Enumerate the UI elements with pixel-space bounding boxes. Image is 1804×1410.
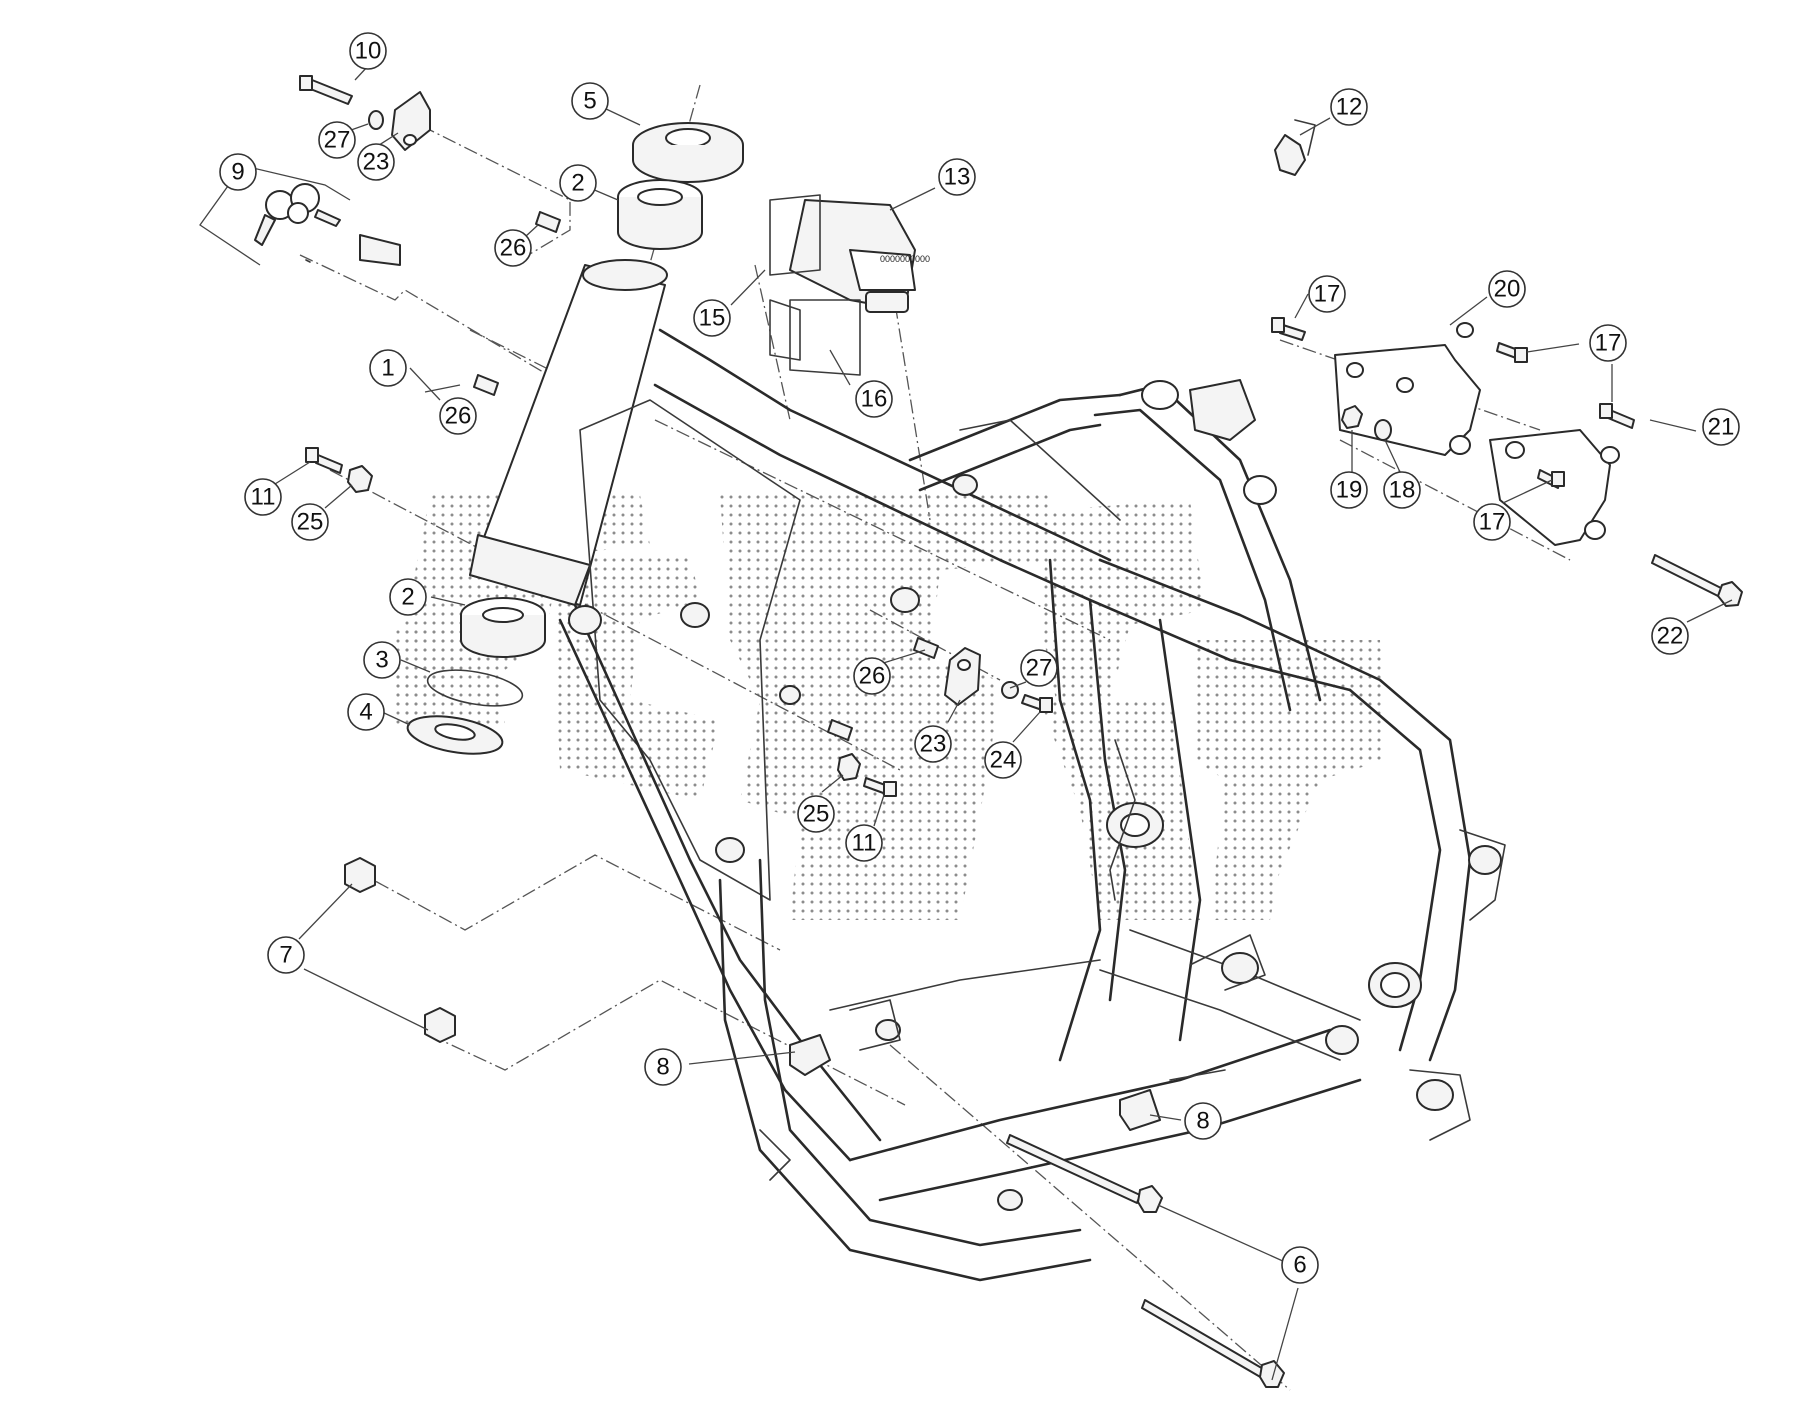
- callout-20: 20: [1488, 270, 1526, 308]
- bracket-20: [1334, 344, 1481, 456]
- callout-7: 7: [267, 936, 305, 974]
- callout-25-left-label: 25: [297, 509, 324, 536]
- callout-10-label: 10: [355, 38, 382, 65]
- callout-18-label: 18: [1389, 477, 1416, 504]
- callout-11-left: 11: [244, 478, 282, 516]
- callouts: 10 27 23 9 26 5 2 13 15 16 12 1 26 11 25…: [219, 32, 1740, 1284]
- cable-tie: [1274, 134, 1306, 176]
- callout-27-mid-label: 27: [1026, 655, 1053, 682]
- callout-19: 19: [1330, 471, 1368, 509]
- frame: [469, 259, 1506, 1282]
- callout-23-mid-label: 23: [920, 731, 947, 758]
- callout-7-label: 7: [279, 942, 292, 969]
- callout-11-mid: 11: [845, 824, 883, 862]
- keys: [254, 183, 341, 246]
- callout-2-bottom-label: 2: [401, 584, 414, 611]
- callout-15: 15: [693, 299, 731, 337]
- callout-25-mid-label: 25: [803, 801, 830, 828]
- callout-6-label: 6: [1293, 1252, 1306, 1279]
- callout-27: 27: [318, 121, 356, 159]
- callout-19-label: 19: [1336, 477, 1363, 504]
- label-plate-text: 0000000000: [880, 254, 930, 264]
- callout-3-label: 3: [375, 647, 388, 674]
- callout-16-label: 16: [861, 386, 888, 413]
- callout-8-right: 8: [1184, 1102, 1222, 1140]
- callout-12: 12: [1330, 88, 1368, 126]
- callout-8-right-label: 8: [1196, 1108, 1209, 1135]
- callout-8-left-label: 8: [656, 1054, 669, 1081]
- callout-23: 23: [357, 143, 395, 181]
- callout-24: 24: [984, 741, 1022, 779]
- callout-21-label: 21: [1708, 414, 1735, 441]
- callout-4-label: 4: [359, 699, 372, 726]
- callout-6: 6: [1281, 1246, 1319, 1284]
- callout-2-top-label: 2: [571, 170, 584, 197]
- assembly-axes: [299, 84, 1571, 1391]
- callout-23-mid: 23: [914, 725, 952, 763]
- callout-26-mid: 26: [853, 657, 891, 695]
- callout-21: 21: [1702, 408, 1740, 446]
- callout-13: 13: [938, 158, 976, 196]
- callout-2-bottom: 2: [389, 578, 427, 616]
- callout-17-b-label: 17: [1595, 330, 1622, 357]
- callout-25-mid: 25: [797, 795, 835, 833]
- callout-24-label: 24: [990, 747, 1017, 774]
- callout-1: 1: [369, 349, 407, 387]
- callout-4: 4: [347, 693, 385, 731]
- callout-1-label: 1: [381, 355, 394, 382]
- callout-17-a: 17: [1308, 275, 1346, 313]
- callout-26-mid-label: 26: [859, 663, 886, 690]
- callout-9-label: 9: [231, 159, 244, 186]
- callout-17-c-label: 17: [1479, 509, 1506, 536]
- callout-16: 16: [855, 380, 893, 418]
- callout-27-label: 27: [324, 127, 351, 154]
- loose-parts: 0000000000: [254, 75, 1743, 1388]
- callout-17-b: 17: [1589, 324, 1627, 362]
- callout-13-label: 13: [944, 164, 971, 191]
- callout-5: 5: [571, 82, 609, 120]
- callout-11-mid-label: 11: [852, 830, 877, 857]
- callout-26-left-label: 26: [445, 403, 472, 430]
- callout-10: 10: [349, 32, 387, 70]
- callout-17-a-label: 17: [1314, 281, 1341, 308]
- callout-5-label: 5: [583, 88, 596, 115]
- callout-23-label: 23: [363, 149, 390, 176]
- callout-26-left: 26: [439, 397, 477, 435]
- callout-20-label: 20: [1494, 276, 1521, 303]
- callout-25-left: 25: [291, 503, 329, 541]
- callout-22: 22: [1651, 617, 1689, 655]
- callout-27-mid: 27: [1020, 649, 1058, 687]
- callout-26-top: 26: [494, 229, 532, 267]
- callout-26-top-label: 26: [500, 235, 527, 262]
- callout-12-label: 12: [1336, 94, 1363, 121]
- callout-11-left-label: 11: [251, 484, 276, 511]
- callout-3: 3: [363, 641, 401, 679]
- callout-9: 9: [219, 153, 257, 191]
- callout-2-top: 2: [559, 164, 597, 202]
- callout-18: 18: [1383, 471, 1421, 509]
- callout-17-c: 17: [1473, 503, 1511, 541]
- callout-15-label: 15: [699, 305, 726, 332]
- callout-8-left: 8: [644, 1048, 682, 1086]
- bracket-21: [1489, 429, 1611, 546]
- callout-22-label: 22: [1657, 623, 1684, 650]
